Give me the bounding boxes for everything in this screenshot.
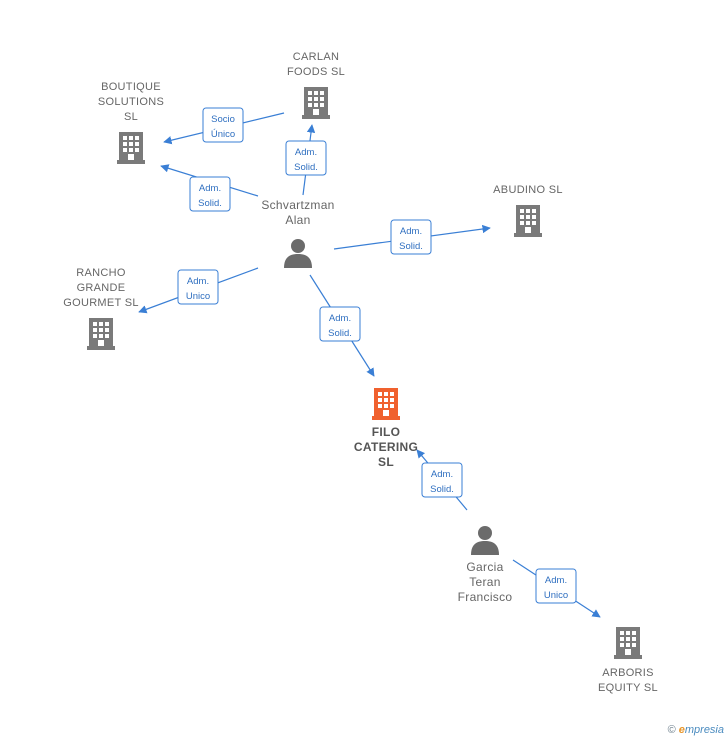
edge-schvartzman-to-carlan: Adm. Solid. [285, 124, 327, 196]
node-label-line: SOLUTIONS [98, 96, 164, 108]
edge-label-text: Adm. [431, 469, 453, 480]
person-icon[interactable] [471, 526, 499, 555]
building-icon[interactable] [117, 132, 145, 164]
building-icon[interactable] [302, 87, 330, 119]
copyright-credit: © empresia [668, 724, 724, 736]
node-label-line: Francisco [458, 590, 513, 604]
node-label-line: RANCHO [76, 267, 126, 279]
node-label-line: SL [124, 111, 138, 123]
edge-label-text: Solid. [294, 162, 318, 173]
node-label-line: GOURMET SL [63, 297, 139, 309]
node-label-line: BOUTIQUE [101, 81, 161, 93]
node-boutique[interactable]: BOUTIQUE SOLUTIONS SL [98, 81, 164, 164]
node-carlan[interactable]: CARLAN FOODS SL [287, 51, 345, 119]
node-label-line: ABUDINO SL [493, 184, 563, 196]
edge-schvartzman-to-abudino: Adm. Solid. [333, 219, 491, 255]
edge-label-text: Unico [544, 590, 568, 601]
edge-schvartzman-to-rancho: Adm. Unico [138, 267, 259, 314]
edge-label-text: Único [211, 129, 235, 140]
brand-logo-initial: e [678, 724, 685, 736]
edge-schvartzman-to-boutique: Adm. Solid. [160, 164, 259, 212]
brand-logo-text: mpresia [684, 724, 724, 736]
node-label-line: FILO [372, 425, 401, 439]
edge-label-box[interactable] [390, 219, 432, 255]
edge-schvartzman-to-filo: Adm. Solid. [309, 274, 375, 377]
edge-label-text: Socio [211, 114, 235, 125]
node-abudino[interactable]: ABUDINO SL [493, 184, 563, 237]
edge-label-box[interactable] [177, 269, 219, 305]
edge-label-text: Adm. [295, 147, 317, 158]
edge-label-text: Adm. [329, 313, 351, 324]
copyright-symbol: © [667, 724, 676, 736]
edge-garcia-to-arboris: Adm. Unico [512, 559, 601, 618]
edge-label-box[interactable] [421, 462, 463, 498]
node-label-line: FOODS SL [287, 66, 345, 78]
building-icon[interactable] [514, 205, 542, 237]
node-label-line: Alan [285, 213, 310, 227]
edge-label-text: Adm. [187, 276, 209, 287]
building-icon[interactable] [372, 388, 400, 420]
node-arboris[interactable]: ARBORIS EQUITY SL [598, 627, 658, 694]
node-label-line: Schvartzman [261, 198, 334, 212]
node-rancho[interactable]: RANCHO GRANDE GOURMET SL [63, 267, 139, 350]
node-label-line: CARLAN [293, 51, 339, 63]
node-label-line: CATERING [354, 440, 418, 454]
node-label-line: EQUITY SL [598, 682, 658, 694]
edge-label-box[interactable] [189, 176, 231, 212]
edge-label-text: Unico [186, 291, 210, 302]
node-label-line: GRANDE [77, 282, 126, 294]
node-label-line: ARBORIS [602, 667, 654, 679]
edge-label-text: Solid. [430, 484, 454, 495]
edge-label-box[interactable] [535, 568, 577, 604]
edge-label-text: Solid. [399, 241, 423, 252]
building-icon[interactable] [87, 318, 115, 350]
edge-label-text: Adm. [400, 226, 422, 237]
edge-label-text: Adm. [199, 183, 221, 194]
edge-label-text: Solid. [328, 328, 352, 339]
node-label-line: SL [378, 455, 394, 469]
edge-label-box[interactable] [202, 107, 244, 143]
edge-label-text: Solid. [198, 198, 222, 209]
person-icon[interactable] [284, 239, 312, 268]
node-label-line: Garcia [466, 560, 503, 574]
edge-label-box[interactable] [285, 140, 327, 176]
edge-label-text: Adm. [545, 575, 567, 586]
building-icon[interactable] [614, 627, 642, 659]
node-label-line: Teran [469, 575, 501, 589]
edge-label-box[interactable] [319, 306, 361, 342]
nodes-layer: CARLAN FOODS SL BOUTIQUE SOLUTIONS SL ABUDINO… [63, 51, 658, 694]
edge-garcia-to-filo: Adm. Solid. [416, 449, 468, 511]
